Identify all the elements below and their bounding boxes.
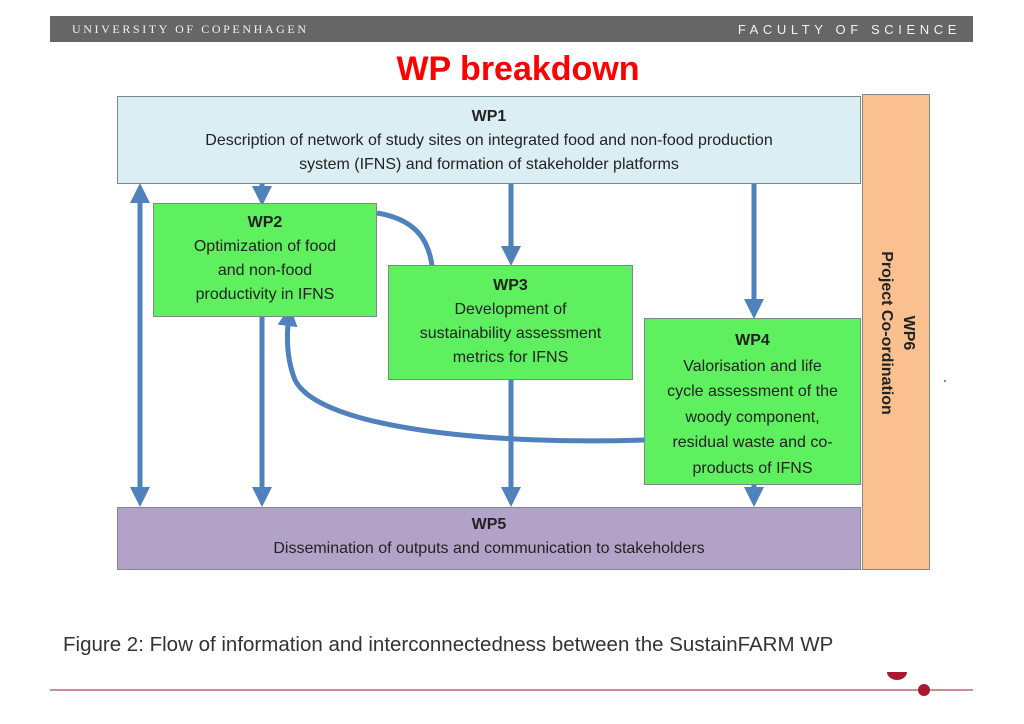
university-name: UNIVERSITY OF COPENHAGEN <box>72 22 309 36</box>
header-bar: UNIVERSITY OF COPENHAGEN FACULTY OF SCIE… <box>50 16 973 42</box>
faculty-name: FACULTY OF SCIENCE <box>737 22 961 37</box>
figure-caption: Figure 2: Flow of information and interc… <box>63 633 834 656</box>
slide-title: WP breakdown <box>396 50 640 88</box>
arrow-wp4-wp2 <box>277 306 645 444</box>
